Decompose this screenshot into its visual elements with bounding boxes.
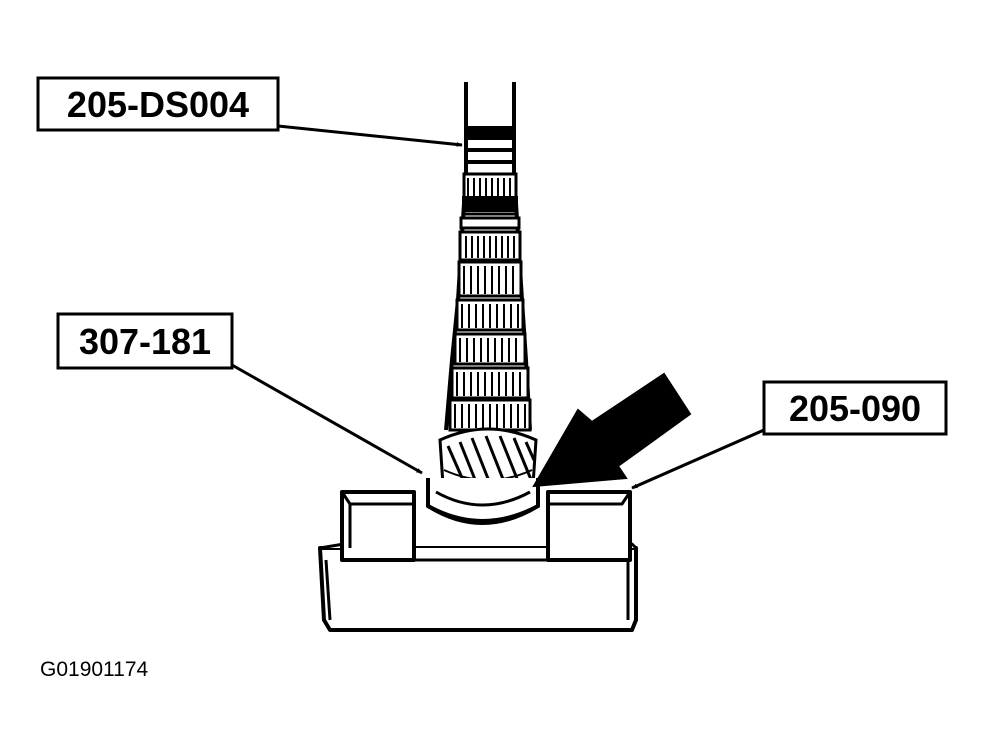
leader-left bbox=[231, 363, 423, 475]
press-direction-arrow bbox=[532, 372, 692, 488]
leader-top bbox=[277, 124, 463, 147]
callout-top: 205-DS004 bbox=[36, 76, 280, 132]
callout-right: 205-090 bbox=[762, 380, 948, 436]
callout-right-label: 205-090 bbox=[789, 388, 921, 429]
callout-left-label: 307-181 bbox=[79, 321, 211, 362]
gear-stack bbox=[444, 171, 532, 432]
figure-id: G01901174 bbox=[40, 658, 149, 681]
callout-top-label: 205-DS004 bbox=[67, 84, 249, 125]
callout-left: 307-181 bbox=[56, 312, 234, 370]
installer-collar bbox=[426, 478, 540, 525]
leader-right bbox=[631, 428, 765, 490]
base-fixture bbox=[318, 490, 638, 632]
